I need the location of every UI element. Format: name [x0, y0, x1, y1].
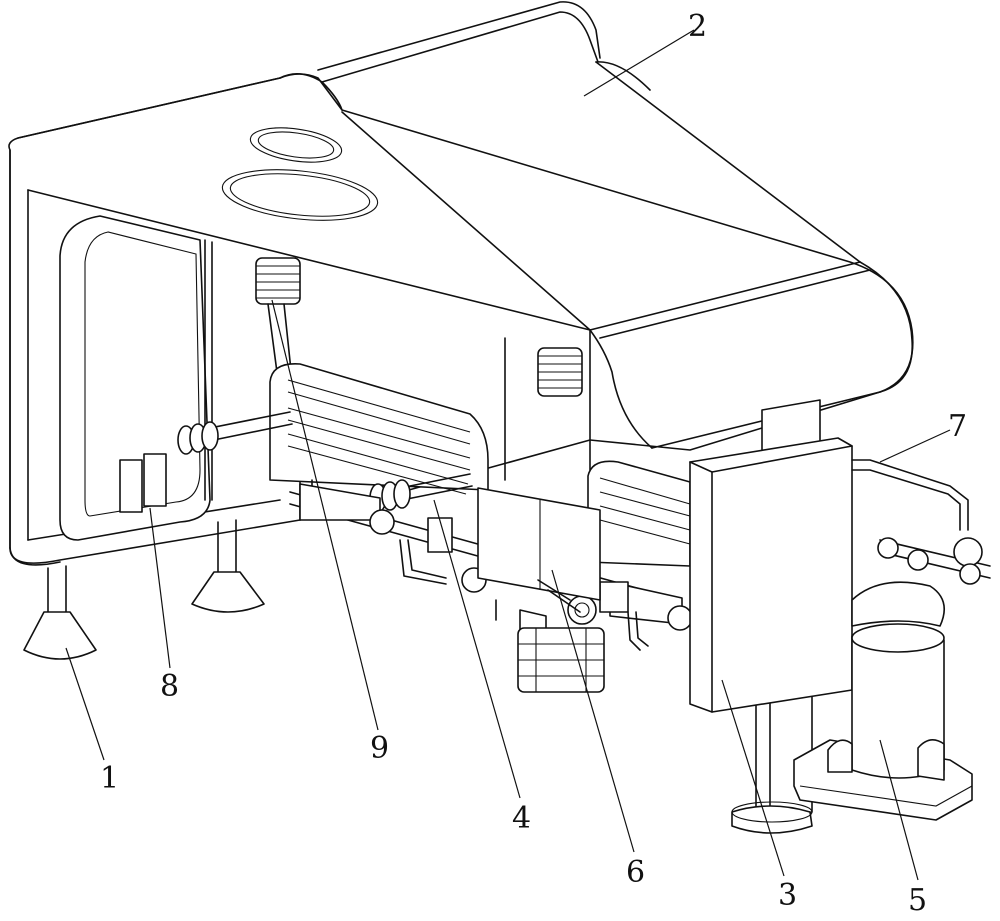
- switch-left: [119, 459, 143, 513]
- label-8: 8: [160, 669, 179, 704]
- control-panel: [59, 215, 211, 541]
- grill-panels: [269, 363, 691, 567]
- suction-feet: [23, 519, 265, 660]
- label-5: 5: [908, 883, 927, 918]
- leader-lines: [65, 29, 951, 881]
- collection-bucket: [793, 581, 973, 821]
- label-4: 4: [512, 801, 531, 836]
- control-box: [689, 437, 853, 713]
- label-3: 3: [778, 878, 797, 913]
- springs: [255, 257, 583, 397]
- label-9: 9: [370, 731, 389, 766]
- label-1: 1: [100, 761, 119, 796]
- motor: [517, 627, 605, 693]
- side-pipe: [851, 459, 991, 585]
- label-7: 7: [948, 409, 967, 444]
- label-2: 2: [688, 9, 707, 44]
- pipes: [399, 539, 649, 651]
- part-labels: 1 2 3 4 5 6 7 8 9: [100, 9, 967, 918]
- switch-right: [143, 453, 167, 507]
- label-6: 6: [626, 855, 645, 890]
